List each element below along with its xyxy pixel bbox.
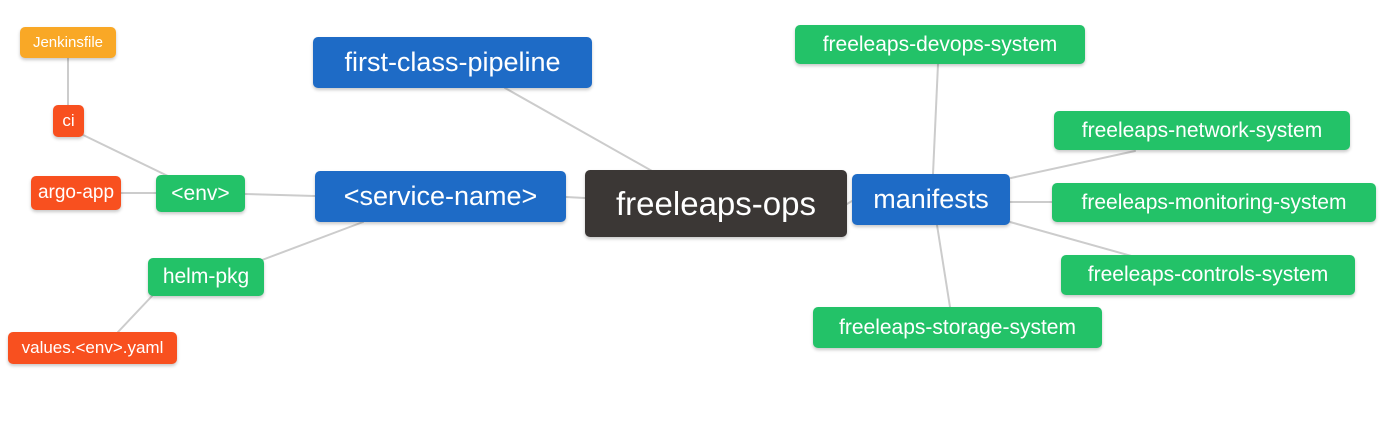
edge-manifests-controls <box>1009 221 1136 258</box>
node-freeleaps-devops-system[interactable]: freeleaps-devops-system <box>795 25 1085 64</box>
node-freeleaps-ops-root[interactable]: freeleaps-ops <box>585 170 847 237</box>
edge-manifests-network <box>1010 150 1136 179</box>
edge-values-helm-pkg <box>117 295 153 333</box>
node-freeleaps-network-system[interactable]: freeleaps-network-system <box>1054 111 1350 150</box>
edge-manifests-storage <box>936 224 951 308</box>
node-service-name[interactable]: <service-name> <box>315 171 566 222</box>
edge-env-service-name <box>244 193 316 197</box>
edge-helm-pkg-service-name <box>261 221 364 261</box>
edge-service-name-freeleaps-ops <box>565 196 586 199</box>
edge-manifests-devops <box>932 63 939 175</box>
node-manifests[interactable]: manifests <box>852 174 1010 225</box>
node-values-env-yaml[interactable]: values.<env>.yaml <box>8 332 177 364</box>
node-freeleaps-storage-system[interactable]: freeleaps-storage-system <box>813 307 1102 348</box>
node-freeleaps-controls-system[interactable]: freeleaps-controls-system <box>1061 255 1355 295</box>
edge-pipeline-freeleaps-ops <box>504 87 653 172</box>
node-env[interactable]: <env> <box>156 175 245 212</box>
edge-ci-env <box>78 132 173 179</box>
node-first-class-pipeline[interactable]: first-class-pipeline <box>313 37 592 88</box>
node-freeleaps-monitoring-system[interactable]: freeleaps-monitoring-system <box>1052 183 1376 222</box>
node-helm-pkg[interactable]: helm-pkg <box>148 258 264 296</box>
node-ci[interactable]: ci <box>53 105 84 137</box>
node-jenkinsfile[interactable]: Jenkinsfile <box>20 27 116 58</box>
node-argo-app[interactable]: argo-app <box>31 176 121 210</box>
